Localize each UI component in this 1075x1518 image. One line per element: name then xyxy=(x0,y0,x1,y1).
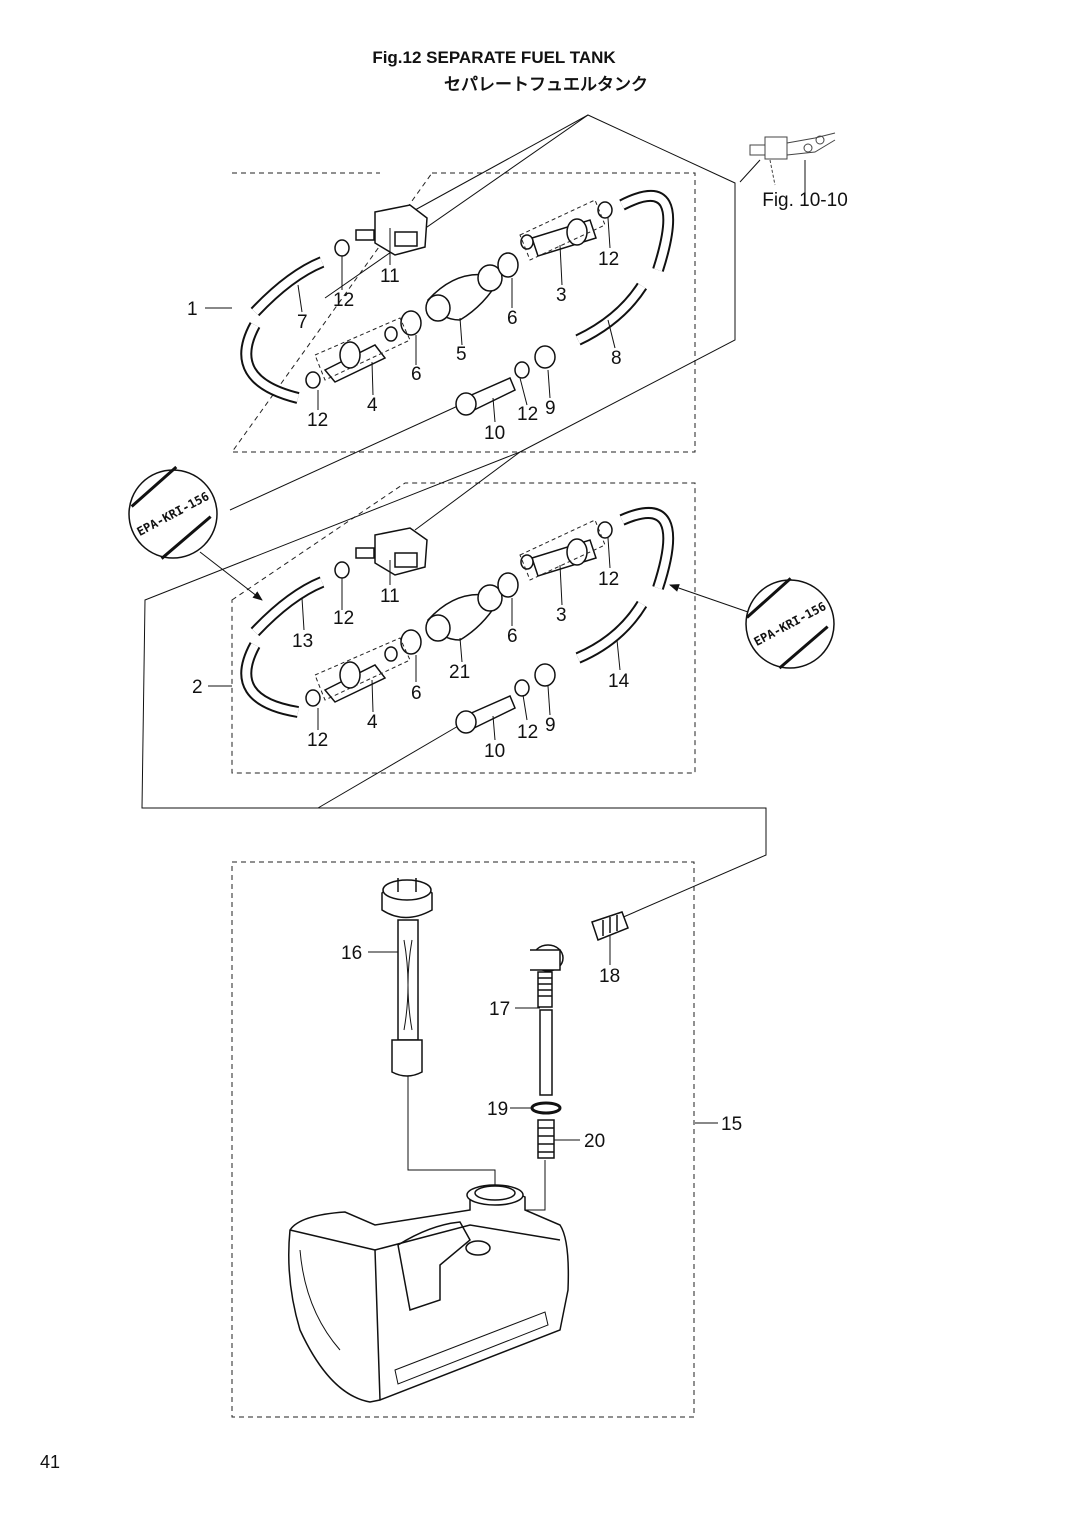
assembly-1-leader-path xyxy=(141,114,767,926)
figure-title-japanese: セパレートフュエルタンク xyxy=(444,75,648,94)
assembly-15-parts xyxy=(288,878,629,1403)
callout-16: 16 xyxy=(341,943,362,964)
callout-19: 19 xyxy=(487,1099,508,1120)
fig-10-10-connector-sketch xyxy=(749,132,836,186)
callout-leaders xyxy=(205,217,718,1141)
callout-14: 14 xyxy=(608,671,630,692)
callout-9: 9 xyxy=(545,398,556,419)
epa-stamp-left: EPA-KRI-156 xyxy=(128,465,218,560)
callout-20: 20 xyxy=(584,1131,605,1152)
callout-12: 12 xyxy=(333,608,354,629)
page-number: 41 xyxy=(40,1452,61,1472)
callout-12: 12 xyxy=(517,722,538,743)
assembly-2-label: 2 xyxy=(192,677,203,698)
callout-13: 13 xyxy=(292,631,313,652)
assembly-2-parts xyxy=(240,507,675,734)
callout-6: 6 xyxy=(411,683,422,704)
callout-4: 4 xyxy=(367,712,378,733)
fig-ref-label: Fig. 10-10 xyxy=(762,190,848,211)
callout-9: 9 xyxy=(545,715,556,736)
callout-10: 10 xyxy=(484,741,505,762)
assembly-1-parts xyxy=(240,190,675,416)
callout-3: 3 xyxy=(556,285,567,306)
callout-labels: Fig. 10-10 1 11 12 12 12 12 7 3 6 6 5 8 … xyxy=(187,190,848,1152)
callout-12: 12 xyxy=(307,410,328,431)
callout-12: 12 xyxy=(307,730,328,751)
callout-3: 3 xyxy=(556,605,567,626)
callout-12: 12 xyxy=(598,569,619,590)
callout-21: 21 xyxy=(449,662,470,683)
assembly-15-label: 15 xyxy=(721,1114,742,1135)
callout-5: 5 xyxy=(456,344,467,365)
callout-12: 12 xyxy=(517,404,538,425)
assembly-1-label: 1 xyxy=(187,299,198,320)
epa-stamp-right: EPA-KRI-156 xyxy=(745,577,835,670)
callout-12: 12 xyxy=(333,290,354,311)
callout-12: 12 xyxy=(598,249,619,270)
callout-6: 6 xyxy=(507,308,518,329)
callout-18: 18 xyxy=(599,966,620,987)
callout-11: 11 xyxy=(380,266,400,287)
callout-11: 11 xyxy=(380,586,400,607)
callout-10: 10 xyxy=(484,423,505,444)
assembly-15-boundary xyxy=(231,861,695,1418)
assembly-2-boundary xyxy=(231,482,696,774)
callout-8: 8 xyxy=(611,348,622,369)
callout-6: 6 xyxy=(411,364,422,385)
figure-title: Fig.12 SEPARATE FUEL TANK xyxy=(372,48,616,67)
callout-6: 6 xyxy=(507,626,518,647)
callout-7: 7 xyxy=(297,312,308,333)
callout-4: 4 xyxy=(367,395,378,416)
assembly-1-boundary xyxy=(231,172,696,453)
callout-17: 17 xyxy=(489,999,510,1020)
